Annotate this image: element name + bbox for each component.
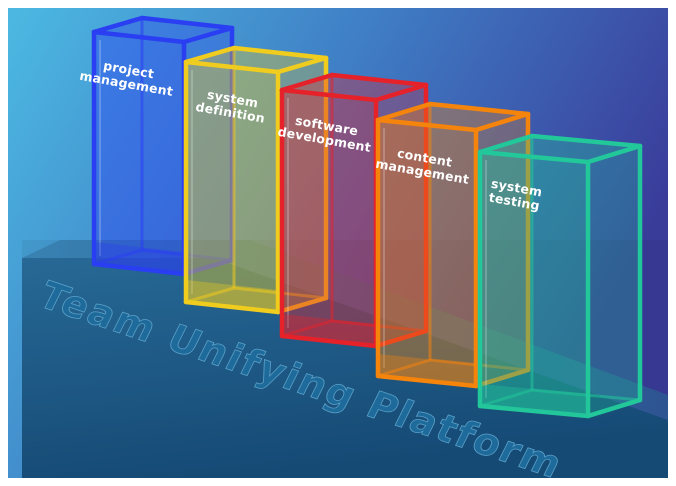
- module-side-face: [588, 146, 640, 416]
- module-edge: [477, 133, 535, 155]
- module-edge: [427, 101, 531, 117]
- module-edge: [279, 333, 379, 349]
- module-floor: [378, 354, 476, 386]
- module-label-system-testing: systemtesting: [488, 176, 544, 214]
- module-edge: [375, 101, 433, 123]
- module-box-system-definition: [183, 45, 329, 315]
- platform-texture: [22, 240, 668, 478]
- module-edge: [329, 72, 429, 88]
- module-floor: [282, 314, 376, 346]
- module-edge: [183, 59, 281, 75]
- module-front-face: [378, 120, 476, 386]
- module-floor: [186, 280, 278, 312]
- module-edge: [585, 143, 643, 165]
- module-box-content-management: [375, 101, 531, 389]
- module-edge: [139, 15, 235, 31]
- module-edge: [231, 45, 329, 61]
- module-side-face: [184, 28, 232, 274]
- module-edge: [93, 248, 143, 266]
- module-edge: [479, 388, 533, 408]
- module-edge: [373, 328, 429, 349]
- module-edge: [279, 87, 379, 103]
- module-edge: [275, 55, 329, 75]
- module-edge: [91, 29, 187, 45]
- module-edge: [477, 403, 591, 419]
- module-side-face: [476, 114, 528, 386]
- module-edge: [585, 397, 643, 419]
- module-box-software-development: [279, 72, 429, 349]
- module-edge: [185, 286, 235, 304]
- module-floor: [480, 384, 588, 416]
- module-front-face: [282, 90, 376, 346]
- module-edge: [275, 295, 329, 315]
- module-edge: [375, 117, 479, 133]
- module-front-face: [94, 32, 184, 274]
- module-side-face: [376, 85, 426, 346]
- module-edge: [473, 111, 531, 133]
- module-edge: [375, 373, 479, 389]
- module-edge: [477, 149, 591, 165]
- module-edge: [529, 133, 643, 149]
- module-edge: [91, 261, 187, 277]
- module-edge: [281, 319, 333, 338]
- module-front-face: [186, 62, 278, 312]
- platform: [22, 240, 668, 478]
- module-edge: [91, 15, 145, 35]
- module-edge: [373, 82, 429, 103]
- module-edge: [181, 257, 235, 277]
- module-floor: [94, 242, 184, 274]
- module-side-face: [278, 58, 326, 312]
- module-edge: [181, 25, 235, 45]
- module-edge: [183, 299, 281, 315]
- module-edge: [279, 72, 335, 93]
- module-box-system-testing: [477, 133, 643, 419]
- module-edge: [377, 358, 431, 378]
- module-edge: [473, 367, 531, 389]
- module-edge: [183, 45, 237, 65]
- module-front-face: [480, 152, 588, 416]
